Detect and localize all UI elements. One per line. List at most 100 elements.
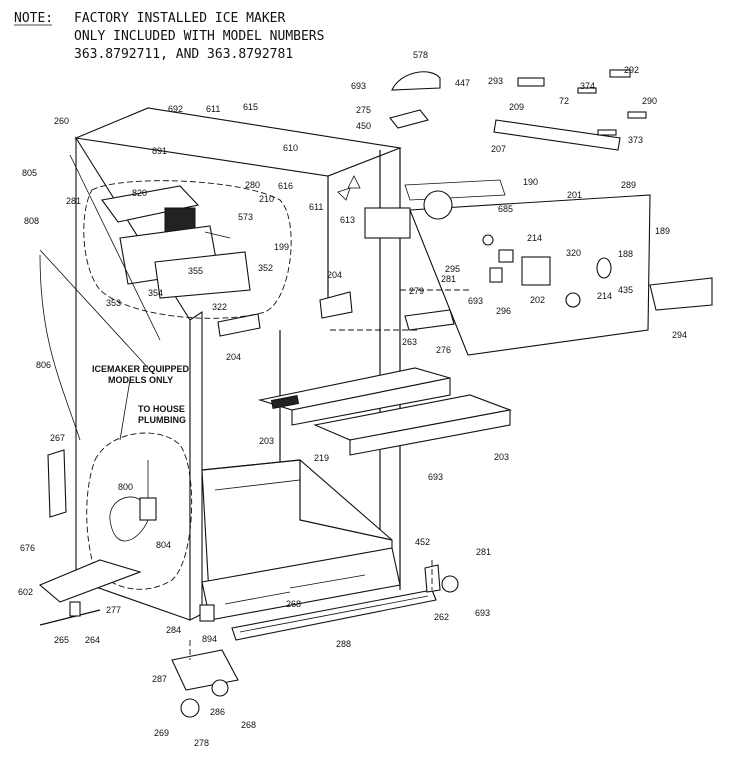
part-label: 280 — [245, 180, 260, 190]
shelf-latch — [270, 395, 300, 409]
part-label: 281 — [476, 547, 491, 557]
part-label: 374 — [580, 81, 595, 91]
callout-icemaker: ICEMAKER EQUIPPED MODELS ONLY — [92, 364, 190, 385]
top-parts — [389, 69, 647, 151]
part-label: 800 — [118, 482, 133, 492]
part-label: 286 — [210, 707, 225, 717]
fan-blade — [337, 175, 361, 201]
note-prefix: NOTE: — [14, 11, 53, 26]
part-label: 214 — [527, 233, 542, 243]
bottom-slot-2 — [224, 591, 291, 605]
part-label: 188 — [618, 249, 633, 259]
control-dial-box — [521, 256, 551, 286]
part-label: 447 — [455, 78, 470, 88]
part-label: 260 — [54, 116, 69, 126]
part-label: 808 — [24, 216, 39, 226]
part-label: 276 — [436, 345, 451, 355]
part-label: 616 — [278, 181, 293, 191]
part-373 — [597, 129, 617, 136]
bottom-grille — [231, 589, 437, 641]
water-valve — [139, 497, 157, 521]
part-label: 72 — [559, 96, 569, 106]
part-label: 279 — [409, 286, 424, 296]
part-label: 210 — [259, 194, 274, 204]
part-label: 353 — [106, 298, 121, 308]
note-line-1: FACTORY INSTALLED ICE MAKER — [74, 11, 285, 26]
part-label: 204 — [327, 270, 342, 280]
icemaker-bubble-outline — [83, 180, 292, 319]
part-label: 296 — [496, 306, 511, 316]
bracket-452 — [424, 564, 441, 593]
part-number-labels: 578 447 693 275 450 292 293 374 209 72 2… — [18, 50, 687, 748]
part-label: 281 — [66, 196, 81, 206]
bracket-450 — [389, 109, 429, 129]
part-label: 452 — [415, 537, 430, 547]
part-label: 804 — [156, 540, 171, 550]
callout-plumbing: TO HOUSE PLUMBING — [138, 404, 186, 425]
part-label: 322 — [212, 302, 227, 312]
part-label: 354 — [148, 288, 163, 298]
cabinet-top — [73, 107, 403, 177]
part-label: 284 — [166, 625, 181, 635]
callout-plumbing-line-2: PLUMBING — [138, 415, 186, 425]
part-label: 268 — [286, 599, 301, 609]
part-label: 613 — [340, 215, 355, 225]
grille-slot — [239, 595, 429, 633]
part-label: 263 — [402, 337, 417, 347]
defrost-heater — [404, 179, 506, 201]
evaporator-fan-assembly — [337, 175, 506, 239]
grille-288 — [231, 589, 437, 641]
part-label: 676 — [20, 543, 35, 553]
part-label: 806 — [36, 360, 51, 370]
leader-icemaker-2 — [39, 249, 151, 371]
shelf-assembly — [257, 367, 513, 456]
part-label: 611 — [309, 202, 323, 212]
note-block: NOTE: FACTORY INSTALLED ICE MAKER ONLY I… — [14, 11, 324, 62]
part-label: 894 — [202, 634, 217, 644]
part-label: 293 — [488, 76, 503, 86]
part-label: 262 — [434, 612, 449, 622]
part-label: 281 — [441, 274, 456, 284]
icemaker-arm — [204, 231, 231, 239]
leveling-bolt-265 — [39, 609, 101, 626]
part-label: 277 — [106, 605, 121, 615]
part-label: 295 — [445, 264, 460, 274]
part-292 — [609, 69, 631, 78]
leg-264 — [69, 601, 81, 617]
leader-icemaker-1 — [69, 154, 161, 341]
part-label: 615 — [243, 102, 258, 112]
part-label: 190 — [523, 177, 538, 187]
part-label: 693 — [475, 608, 490, 618]
part-374 — [577, 87, 597, 94]
ice-tray — [154, 251, 251, 299]
panel-connector — [489, 267, 503, 283]
shelf-219-face — [349, 409, 511, 456]
part-label: 692 — [168, 104, 183, 114]
part-label: 805 — [22, 168, 37, 178]
front-left-rail — [189, 310, 203, 621]
part-label: 693 — [428, 472, 443, 482]
part-label: 294 — [672, 330, 687, 340]
leader-icemaker-3 — [119, 379, 131, 441]
part-label: 573 — [238, 212, 253, 222]
light-bulb — [596, 257, 612, 279]
part-label: 287 — [152, 674, 167, 684]
part-label: 288 — [336, 639, 351, 649]
part-label: 267 — [50, 433, 65, 443]
part-label: 685 — [498, 204, 513, 214]
part-label: 203 — [259, 436, 274, 446]
part-label: 602 — [18, 587, 33, 597]
icemaker-cutaway — [83, 180, 292, 319]
control-panel — [409, 194, 713, 356]
part-label: 269 — [154, 728, 169, 738]
part-label: 199 — [274, 242, 289, 252]
leader-lines — [39, 154, 470, 660]
part-label: 435 — [618, 285, 633, 295]
fan-motor-housing — [364, 207, 411, 239]
part-label: 355 — [188, 266, 203, 276]
part-label: 352 — [258, 263, 273, 273]
part-894 — [199, 604, 215, 622]
part-label: 693 — [351, 81, 366, 91]
part-label: 578 — [413, 50, 428, 60]
